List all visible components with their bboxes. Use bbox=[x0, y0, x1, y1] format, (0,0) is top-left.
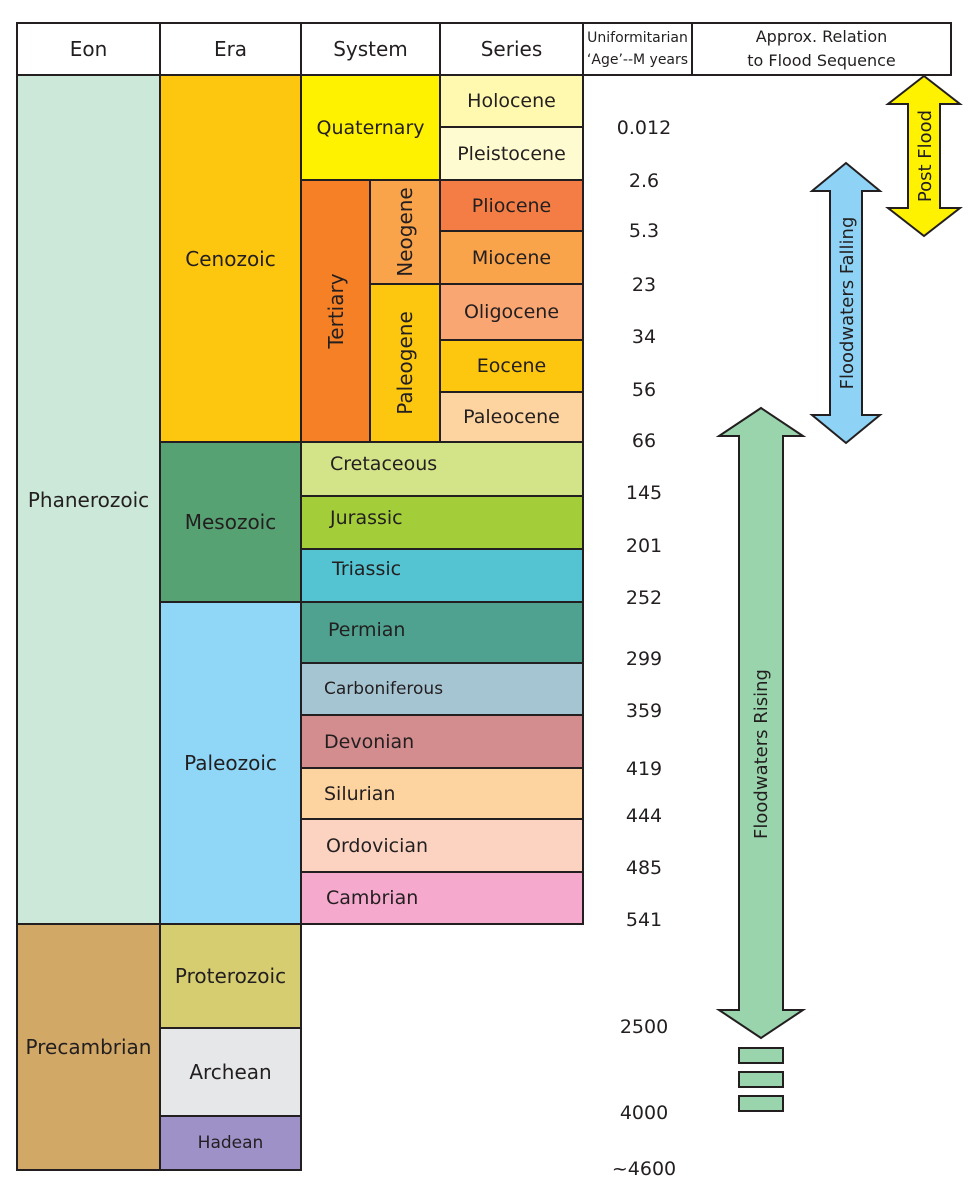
age-label: 2500 bbox=[619, 1016, 669, 1038]
series-oligocene: Oligocene bbox=[439, 283, 584, 341]
series-paleocene-label: Paleocene bbox=[463, 406, 560, 428]
header-system: System bbox=[300, 22, 441, 76]
series-holocene: Holocene bbox=[439, 74, 584, 128]
system-permian-label: Permian bbox=[328, 619, 406, 641]
age-label: 252 bbox=[625, 587, 663, 609]
era-hadean: Hadean bbox=[159, 1115, 302, 1171]
system-triassic-label: Triassic bbox=[332, 558, 402, 580]
header-age: Uniformitarian ‘Age’--M years bbox=[582, 22, 693, 76]
system-quaternary-label: Quaternary bbox=[316, 116, 425, 139]
header-age-line2: ‘Age’--M years bbox=[586, 52, 689, 68]
system-permian: Permian bbox=[300, 601, 584, 664]
system-devonian-label: Devonian bbox=[324, 730, 415, 753]
header-relation-line2: to Flood Sequence bbox=[747, 51, 896, 70]
series-pleistocene: Pleistocene bbox=[439, 126, 584, 181]
era-archean-label: Archean bbox=[189, 1060, 272, 1084]
age-label: ~4600 bbox=[611, 1158, 677, 1180]
era-cenozoic: Cenozoic bbox=[159, 74, 302, 443]
system-tertiary: Tertiary bbox=[300, 179, 371, 443]
system-silurian: Silurian bbox=[300, 767, 584, 820]
series-holocene-label: Holocene bbox=[467, 90, 556, 112]
era-paleozoic: Paleozoic bbox=[159, 601, 302, 925]
floodwaters-rising-arrow bbox=[715, 406, 807, 1040]
age-label: 0.012 bbox=[616, 117, 672, 139]
age-label: 5.3 bbox=[628, 220, 660, 242]
system-paleogene: Paleogene bbox=[369, 283, 441, 443]
series-pliocene: Pliocene bbox=[439, 179, 584, 232]
era-paleozoic-label: Paleozoic bbox=[184, 751, 277, 775]
series-pleistocene-label: Pleistocene bbox=[457, 142, 566, 165]
system-ordovician: Ordovician bbox=[300, 818, 584, 873]
age-label: 201 bbox=[625, 535, 663, 557]
system-cambrian: Cambrian bbox=[300, 871, 584, 925]
header-age-line1: Uniformitarian bbox=[587, 30, 688, 46]
eon-precambrian: Precambrian bbox=[16, 923, 161, 1171]
system-ordovician-label: Ordovician bbox=[326, 834, 429, 857]
eon-phanerozoic: Phanerozoic bbox=[16, 74, 161, 925]
system-triassic: Triassic bbox=[300, 548, 584, 603]
precambrian-bar bbox=[738, 1095, 784, 1112]
floodwaters-falling-label: Floodwaters Falling bbox=[837, 217, 858, 390]
age-label: 299 bbox=[625, 648, 663, 670]
age-label: 145 bbox=[625, 482, 663, 504]
header-system-label: System bbox=[333, 37, 408, 61]
age-label: 485 bbox=[625, 857, 663, 879]
precambrian-bar bbox=[738, 1047, 784, 1064]
post-flood-label: Post Flood bbox=[915, 110, 936, 202]
era-proterozoic-label: Proterozoic bbox=[174, 964, 287, 988]
eon-phanerozoic-label: Phanerozoic bbox=[27, 487, 150, 512]
age-label: 359 bbox=[625, 700, 663, 722]
header-eon-label: Eon bbox=[69, 37, 108, 61]
precambrian-bar bbox=[738, 1071, 784, 1088]
system-cretaceous: Cretaceous bbox=[300, 441, 584, 497]
age-label: 541 bbox=[625, 909, 663, 931]
age-label: 34 bbox=[631, 326, 657, 348]
system-cretaceous-label: Cretaceous bbox=[330, 453, 438, 475]
header-series: Series bbox=[439, 22, 584, 76]
header-eon: Eon bbox=[16, 22, 161, 76]
floodwaters-falling-arrow bbox=[809, 161, 883, 445]
system-quaternary: Quaternary bbox=[300, 74, 441, 181]
series-pliocene-label: Pliocene bbox=[471, 194, 552, 217]
eon-precambrian-label: Precambrian bbox=[25, 1035, 152, 1059]
series-eocene-label: Eocene bbox=[476, 355, 547, 377]
header-series-label: Series bbox=[480, 37, 543, 61]
header-relation-line1: Approx. Relation bbox=[755, 27, 888, 46]
series-eocene: Eocene bbox=[439, 339, 584, 393]
age-label: 66 bbox=[631, 430, 657, 452]
age-label: 56 bbox=[631, 379, 657, 401]
era-cenozoic-label: Cenozoic bbox=[185, 246, 276, 271]
system-carboniferous-label: Carboniferous bbox=[324, 679, 444, 699]
age-label: 23 bbox=[631, 274, 657, 296]
system-jurassic-label: Jurassic bbox=[330, 507, 403, 529]
header-era-label: Era bbox=[213, 37, 248, 61]
series-miocene-label: Miocene bbox=[471, 246, 552, 269]
floodwaters-rising-label: Floodwaters Rising bbox=[751, 669, 772, 839]
era-hadean-label: Hadean bbox=[197, 1133, 264, 1153]
age-label: 2.6 bbox=[628, 170, 660, 192]
system-cambrian-label: Cambrian bbox=[326, 887, 419, 909]
age-label: 419 bbox=[625, 758, 663, 780]
series-oligocene-label: Oligocene bbox=[463, 301, 560, 323]
age-label: 4000 bbox=[619, 1102, 669, 1124]
era-mesozoic-label: Mesozoic bbox=[184, 510, 277, 534]
era-archean: Archean bbox=[159, 1027, 302, 1117]
post-flood-arrow bbox=[885, 74, 963, 238]
age-label: 444 bbox=[625, 805, 663, 827]
era-proterozoic: Proterozoic bbox=[159, 923, 302, 1029]
series-miocene: Miocene bbox=[439, 230, 584, 285]
system-silurian-label: Silurian bbox=[324, 782, 396, 805]
header-relation: Approx. Relation to Flood Sequence bbox=[691, 22, 952, 76]
